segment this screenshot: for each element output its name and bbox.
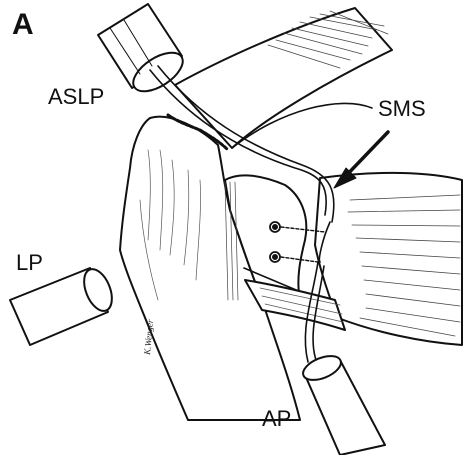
- panel-letter: A: [12, 10, 34, 40]
- label-lp: LP: [16, 252, 43, 274]
- label-aslp: ASLP: [48, 86, 104, 108]
- label-ap: AP: [262, 408, 291, 430]
- artist-signature: K.Wenger: [142, 319, 155, 357]
- lp-cannula: [10, 265, 117, 345]
- acromion-band: [175, 8, 392, 148]
- label-sms: SMS: [378, 98, 426, 120]
